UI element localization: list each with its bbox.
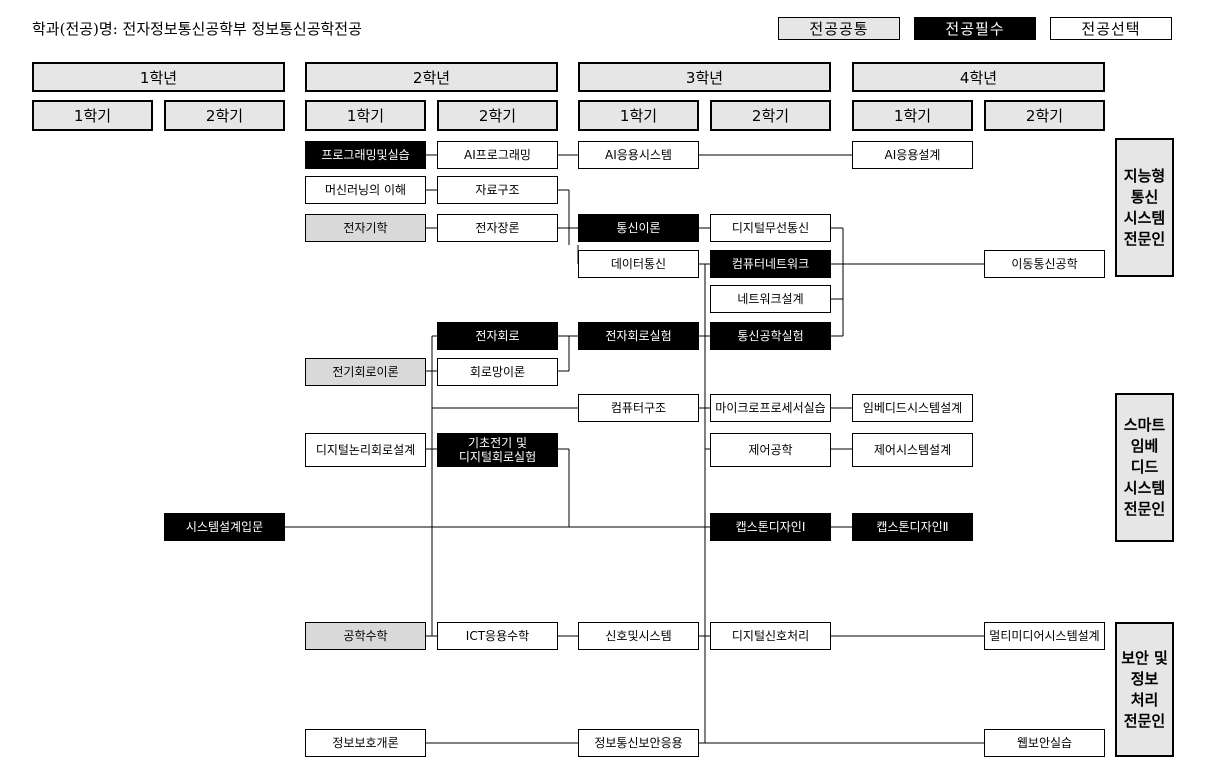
course-comm-theory: 통신이론 xyxy=(578,214,699,242)
course-ai-programming: AI프로그래밍 xyxy=(437,141,558,169)
page-title: 학과(전공)명: 전자정보통신공학부 정보통신공학전공 xyxy=(32,20,362,38)
legend-common: 전공공통 xyxy=(778,17,900,40)
year-4-header: 4학년 xyxy=(852,62,1105,92)
track-smart-embedded: 스마트 임베 디드 시스템 전문인 xyxy=(1115,393,1174,542)
legend-required: 전공필수 xyxy=(914,17,1036,40)
course-capstone-1: 캡스톤디자인Ⅰ xyxy=(710,513,831,541)
course-control-eng: 제어공학 xyxy=(710,433,831,467)
course-electromagnetics: 전자기학 xyxy=(305,214,426,242)
course-eng-math: 공학수학 xyxy=(305,622,426,650)
course-em-field: 전자장론 xyxy=(437,214,558,242)
track-security-info: 보안 및 정보 처리 전문인 xyxy=(1115,622,1174,757)
course-ai-app-design: AI응용설계 xyxy=(852,141,973,169)
semester-y3-s2: 2학기 xyxy=(710,100,831,131)
course-basic-elec-lab: 기초전기 및 디지털회로실험 xyxy=(437,433,558,467)
course-digital-wireless: 디지털무선통신 xyxy=(710,214,831,242)
year-3-header: 3학년 xyxy=(578,62,831,92)
course-capstone-2: 캡스톤디자인Ⅱ xyxy=(852,513,973,541)
course-machine-learning: 머신러닝의 이해 xyxy=(305,176,426,204)
course-circuit-theory: 전기회로이론 xyxy=(305,358,426,386)
semester-y2-s1: 1학기 xyxy=(305,100,426,131)
course-network-theory: 회로망이론 xyxy=(437,358,558,386)
year-1-header: 1학년 xyxy=(32,62,285,92)
course-info-comm-security: 정보통신보안응용 xyxy=(578,729,699,757)
course-data-structure: 자료구조 xyxy=(437,176,558,204)
course-web-security-lab: 웹보안실습 xyxy=(984,729,1105,757)
course-data-comm: 데이터통신 xyxy=(578,250,699,278)
course-electronic-circuit: 전자회로 xyxy=(437,322,558,350)
course-computer-arch: 컴퓨터구조 xyxy=(578,394,699,422)
year-2-header: 2학년 xyxy=(305,62,558,92)
course-mobile-comm: 이동통신공학 xyxy=(984,250,1105,278)
legend-elective: 전공선택 xyxy=(1050,17,1172,40)
course-info-security-intro: 정보보호개론 xyxy=(305,729,426,757)
course-ict-math: ICT응용수학 xyxy=(437,622,558,650)
course-embedded-design: 임베디드시스템설계 xyxy=(852,394,973,422)
course-signals-systems: 신호및시스템 xyxy=(578,622,699,650)
course-ai-app-system: AI응용시스템 xyxy=(578,141,699,169)
semester-y3-s1: 1학기 xyxy=(578,100,699,131)
semester-y1-s1: 1학기 xyxy=(32,100,153,131)
course-programming-lab: 프로그래밍및실습 xyxy=(305,141,426,169)
semester-y2-s2: 2학기 xyxy=(437,100,558,131)
course-computer-network: 컴퓨터네트워크 xyxy=(710,250,831,278)
semester-y1-s2: 2학기 xyxy=(164,100,285,131)
track-intelligent-comm: 지능형 통신 시스템 전문인 xyxy=(1115,138,1174,277)
course-control-design: 제어시스템설계 xyxy=(852,433,973,467)
course-network-design: 네트워크설계 xyxy=(710,285,831,313)
course-digital-signal: 디지털신호처리 xyxy=(710,622,831,650)
course-multimedia-design: 멀티미디어시스템설계 xyxy=(984,622,1105,650)
semester-y4-s1: 1학기 xyxy=(852,100,973,131)
course-electronic-circuit-lab: 전자회로실험 xyxy=(578,322,699,350)
course-comm-lab: 통신공학실험 xyxy=(710,322,831,350)
course-microprocessor-lab: 마이크로프로세서실습 xyxy=(710,394,831,422)
semester-y4-s2: 2학기 xyxy=(984,100,1105,131)
course-digital-logic: 디지털논리회로설계 xyxy=(305,433,426,467)
course-intro-system-design: 시스템설계입문 xyxy=(164,513,285,541)
